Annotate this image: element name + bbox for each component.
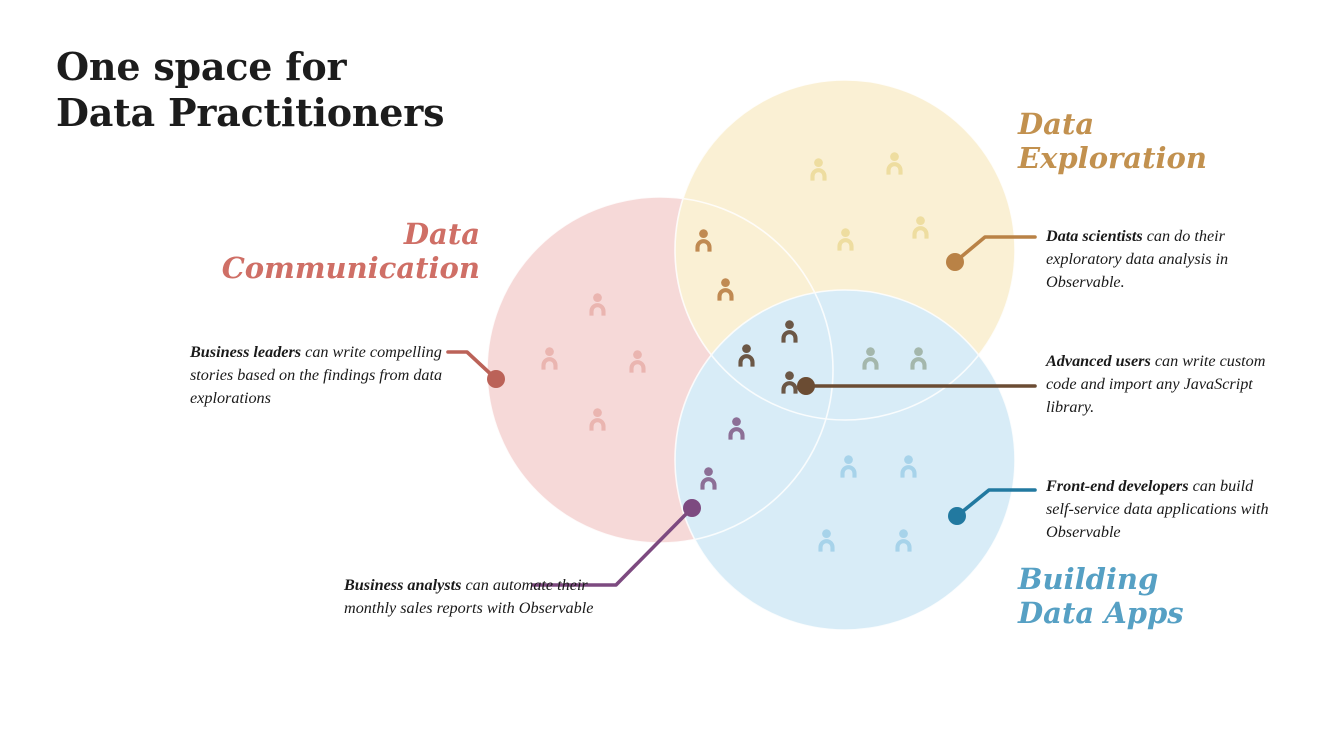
circle-label-building-data-apps: Building Data Apps bbox=[1018, 562, 1184, 630]
annotation-data-scientists: Data scientists can do their exploratory… bbox=[1046, 225, 1284, 294]
annotation-body: can write custom code and import any Jav… bbox=[1046, 352, 1266, 416]
annotation-business-analysts: Business analysts can automate their mon… bbox=[344, 574, 594, 620]
leader-dot-business-leaders bbox=[487, 370, 505, 388]
leader-line-business-leaders bbox=[446, 350, 498, 381]
leader-dot-business-analysts bbox=[683, 499, 701, 517]
leader-dots bbox=[487, 253, 966, 525]
annotation-body: can do their exploratory data analysis i… bbox=[1046, 227, 1229, 291]
leader-line-frontend-developers bbox=[955, 488, 1037, 518]
leader-line-business-analysts bbox=[531, 506, 694, 587]
venn-circles bbox=[487, 80, 1015, 630]
annotation-frontend-developers: Front-end developers can build self-serv… bbox=[1046, 475, 1284, 544]
leader-dot-frontend-developers bbox=[948, 507, 966, 525]
annotation-business-leaders: Business leaders can write compelling st… bbox=[190, 341, 448, 410]
annotation-body: can build self-service data applications… bbox=[1046, 477, 1269, 541]
annotation-lead: Business analysts bbox=[344, 576, 462, 594]
annotation-lead: Business leaders bbox=[190, 343, 302, 361]
annotation-lead: Data scientists bbox=[1046, 227, 1143, 245]
circle-label-data-exploration: Data Exploration bbox=[1018, 107, 1207, 175]
leader-line-data-scientists bbox=[953, 235, 1037, 264]
annotation-lead: Advanced users bbox=[1046, 352, 1151, 370]
annotation-body: can automate their monthly sales reports… bbox=[344, 576, 594, 617]
annotation-body: can write compelling stories based on th… bbox=[190, 343, 443, 407]
leader-dot-advanced-users bbox=[797, 377, 815, 395]
circle-label-data-communication: Data Communication bbox=[221, 217, 480, 285]
annotation-lead: Front-end developers bbox=[1046, 477, 1189, 495]
leader-dot-data-scientists bbox=[946, 253, 964, 271]
annotation-advanced-users: Advanced users can write custom code and… bbox=[1046, 350, 1284, 419]
page-title: One space for Data Practitioners bbox=[56, 44, 445, 136]
